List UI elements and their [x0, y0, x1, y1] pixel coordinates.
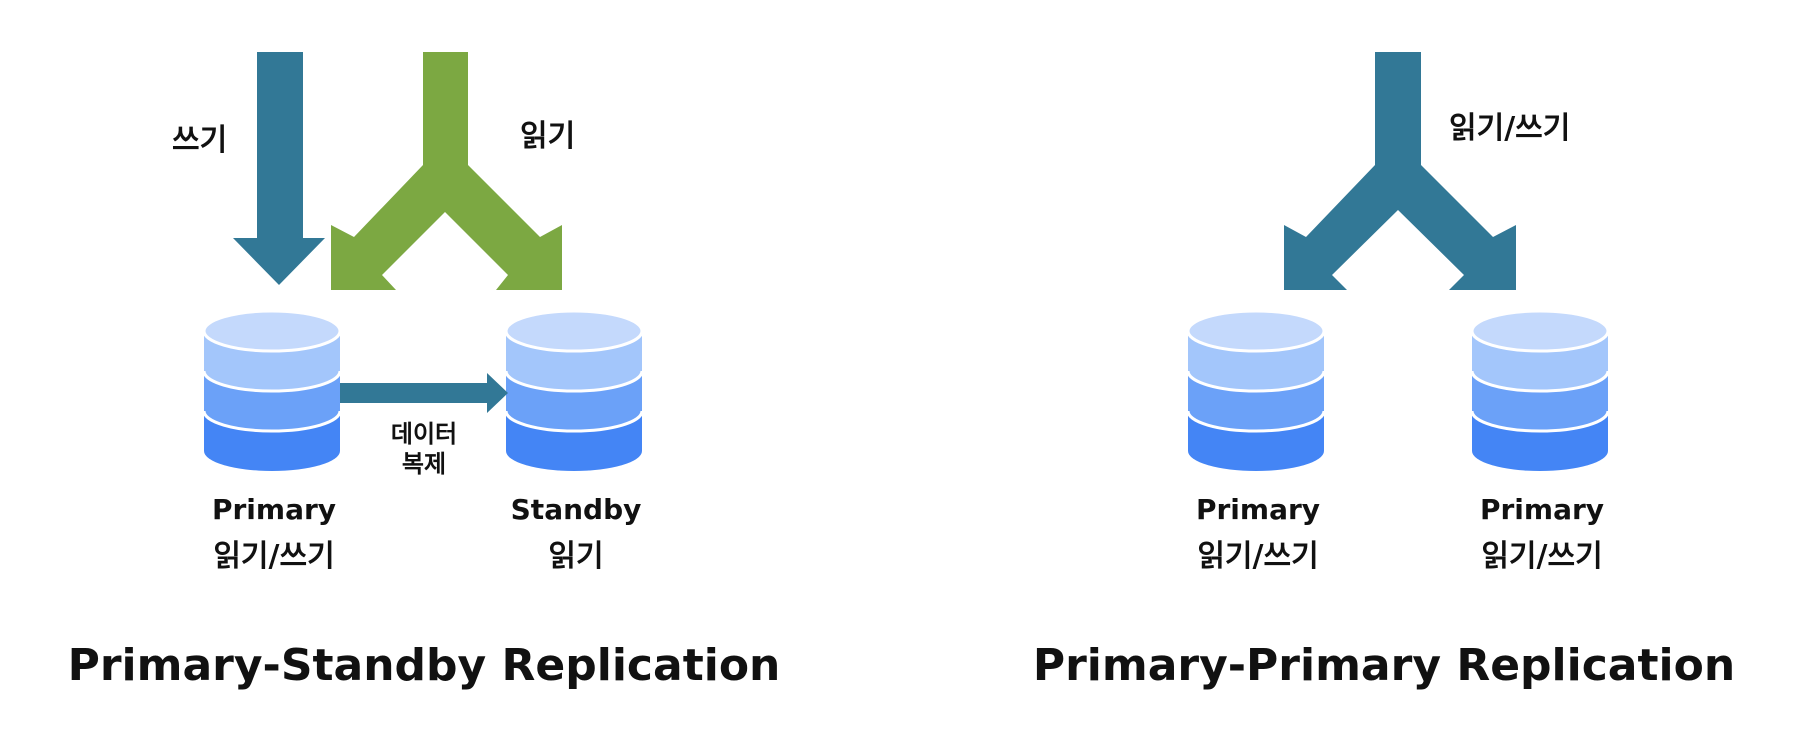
primary-name: Primary [212, 493, 336, 526]
read-label: 읽기 [520, 119, 575, 154]
read-fork-arrow [331, 52, 562, 290]
db-band-separator [1186, 370, 1326, 393]
standby-name: Standby [511, 493, 642, 526]
replication-label-line2: 복제 [402, 450, 446, 478]
primary-database-2 [1470, 309, 1610, 471]
db-top [504, 309, 644, 353]
readwrite-label: 읽기/쓰기 [1449, 111, 1570, 146]
primary-primary-panel: 읽기/쓰기 Primary 읽기/쓰기 Primary 읽기/쓰기 Primar… [1033, 52, 1735, 691]
primary-1-name: Primary [1196, 493, 1320, 526]
db-band-separator [202, 370, 342, 393]
primary-1-role: 읽기/쓰기 [1197, 539, 1318, 574]
db-band-separator [1470, 410, 1610, 433]
db-top [1470, 309, 1610, 353]
db-band-separator [1470, 370, 1610, 393]
primary-standby-panel: 쓰기 읽기 데이터 복제 Primary 읽기/쓰기 Standby 읽기 Pr… [68, 52, 781, 691]
replication-label-line1: 데이터 [391, 420, 457, 448]
primary-role: 읽기/쓰기 [213, 539, 334, 574]
primary-database-1 [1186, 309, 1326, 471]
db-top [1186, 309, 1326, 353]
db-band-separator [202, 410, 342, 433]
db-band-separator [1186, 410, 1326, 433]
write-label: 쓰기 [172, 123, 227, 158]
primary-primary-title: Primary-Primary Replication [1033, 640, 1735, 691]
write-arrow [233, 52, 325, 285]
primary-standby-title: Primary-Standby Replication [68, 640, 781, 691]
db-band-separator [504, 410, 644, 433]
primary-database [202, 309, 342, 471]
data-replication-arrow [340, 373, 508, 413]
primary-2-role: 읽기/쓰기 [1481, 539, 1602, 574]
readwrite-fork-arrow [1284, 52, 1516, 290]
db-top [202, 309, 342, 353]
primary-2-name: Primary [1480, 493, 1604, 526]
db-band-separator [504, 370, 644, 393]
standby-database [504, 309, 644, 471]
standby-role: 읽기 [548, 539, 603, 574]
